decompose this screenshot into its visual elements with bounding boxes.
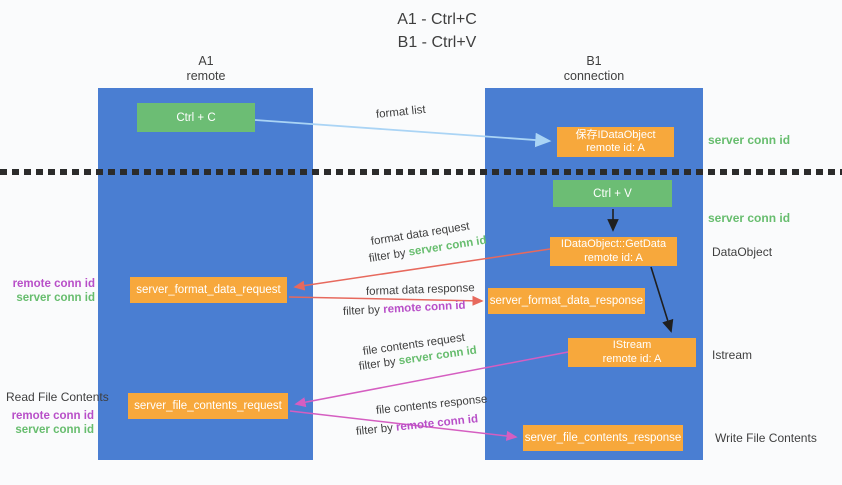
node-format-response-label: server_format_data_response: [489, 295, 644, 307]
dotted-divider-line: [0, 169, 842, 175]
left-server-conn-id-2: server conn id: [15, 424, 94, 436]
lane-header-a1: A1 remote: [146, 54, 266, 84]
side-label-istream: Istream: [712, 348, 753, 362]
label-filter-by-remote-conn-id-2: filter by remote conn id: [355, 413, 478, 438]
filter-prefix: filter by: [358, 355, 400, 373]
node-server-format-data-request: server_format_data_request: [130, 277, 287, 303]
node-save-idataobject-line2: remote id: A: [586, 142, 645, 154]
filter-prefix: filter by: [368, 246, 410, 265]
node-getdata-line1: IDataObject::GetData: [560, 238, 667, 250]
side-label-dataobject: DataObject: [712, 245, 773, 259]
left-conn-id-stack-2: remote conn id server conn id: [6, 409, 94, 437]
node-server-file-contents-response: server_file_contents_response: [523, 425, 683, 451]
node-istream-line1: IStream: [612, 339, 652, 351]
lane-a1-name: A1: [198, 54, 214, 68]
left-conn-id-stack-1: remote conn id server conn id: [8, 277, 95, 305]
side-label-write-file-contents: Write File Contents: [715, 431, 817, 445]
lane-b1-role: connection: [563, 69, 625, 83]
node-ctrl-v-label: Ctrl + V: [593, 187, 632, 200]
filter-prefix: filter by: [355, 421, 397, 438]
node-server-format-data-response: server_format_data_response: [488, 288, 645, 314]
side-label-read-file-contents: Read File Contents: [6, 390, 109, 404]
label-format-list: format list: [375, 103, 427, 121]
label-format-data-response: format data response: [365, 282, 475, 298]
node-ctrl-v: Ctrl + V: [553, 180, 672, 207]
node-ctrl-c-label: Ctrl + C: [176, 111, 216, 124]
node-istream-line2: remote id: A: [602, 352, 662, 365]
node-file-request-label: server_file_contents_request: [134, 400, 282, 412]
label-filter-by-remote-conn-id-1: filter by remote conn id: [343, 300, 466, 318]
left-remote-conn-id-2: remote conn id: [11, 410, 94, 422]
node-save-idataobject-line1: 保存IDataObject: [575, 128, 656, 141]
lane-header-b1: B1 connection: [534, 54, 654, 84]
node-istream: IStream remote id: A: [568, 338, 696, 367]
left-server-conn-id-1: server conn id: [16, 292, 95, 304]
left-remote-conn-id-1: remote conn id: [12, 278, 95, 290]
title-line-1: A1 - Ctrl+C: [397, 11, 477, 28]
node-server-file-contents-request: server_file_contents_request: [128, 393, 288, 419]
node-save-idataobject: 保存IDataObject remote id: A: [557, 127, 674, 157]
diagram-title: A1 - Ctrl+C B1 - Ctrl+V: [337, 8, 537, 54]
lane-a1-role: remote: [186, 69, 226, 83]
node-idataobject-getdata: IDataObject::GetData remote id: A: [550, 237, 677, 266]
title-line-2: B1 - Ctrl+V: [397, 34, 477, 51]
node-ctrl-c: Ctrl + C: [137, 103, 255, 132]
node-format-request-label: server_format_data_request: [136, 284, 281, 296]
side-label-server-conn-id-mid: server conn id: [708, 211, 791, 225]
filter-key-remote-conn-id: remote conn id: [395, 413, 479, 434]
filter-prefix: filter by: [342, 303, 384, 318]
side-label-server-conn-id-top: server conn id: [708, 133, 791, 147]
filter-key-remote-conn-id: remote conn id: [382, 299, 466, 316]
node-file-response-label: server_file_contents_response: [524, 432, 682, 444]
node-getdata-line2: remote id: A: [584, 251, 643, 264]
lane-b1-name: B1: [586, 54, 602, 68]
